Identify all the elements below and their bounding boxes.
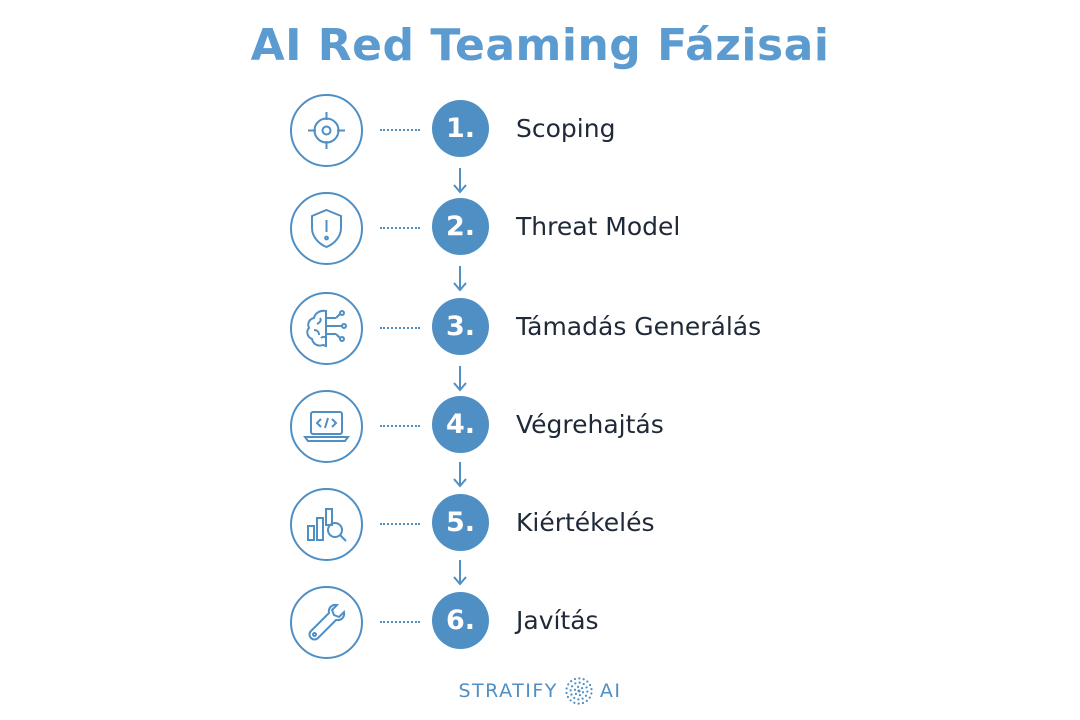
- ai-brain-icon: [306, 309, 347, 348]
- flow-arrow-2-3: [453, 266, 467, 292]
- step-2-number: 2.: [432, 198, 489, 255]
- step-6: 6. Javítás: [0, 584, 1080, 664]
- step-3-number: 3.: [432, 298, 489, 355]
- step-2: 2. Threat Model: [0, 190, 1080, 270]
- step-2-icon-circle: [290, 192, 363, 265]
- wrench-icon: [308, 603, 346, 641]
- step-1-number: 1.: [432, 100, 489, 157]
- target-icon: [308, 112, 345, 149]
- step-6-number: 6.: [432, 592, 489, 649]
- step-3-connector-dots: [380, 327, 420, 329]
- step-2-label: Threat Model: [516, 212, 681, 241]
- step-1-connector-dots: [380, 129, 420, 131]
- page-title: AI Red Teaming Fázisai: [250, 20, 830, 71]
- chart-magnifier-icon: [307, 508, 347, 542]
- step-4-icon-circle: [290, 390, 363, 463]
- step-6-label: Javítás: [516, 606, 599, 635]
- flow-arrow-3-4: [453, 366, 467, 392]
- flow-arrow-5-6: [453, 560, 467, 586]
- step-1-label: Scoping: [516, 114, 616, 143]
- brand-suffix: AI: [599, 680, 622, 702]
- step-5: 5. Kiértékelés: [0, 486, 1080, 566]
- flow-arrow-4-5: [453, 462, 467, 488]
- step-2-connector-dots: [380, 227, 420, 229]
- step-4-label: Végrehajtás: [516, 410, 664, 439]
- step-3-label: Támadás Generálás: [516, 312, 762, 341]
- shield-alert-icon: [311, 208, 342, 249]
- step-1-icon-circle: [290, 94, 363, 167]
- step-5-label: Kiértékelés: [516, 508, 655, 537]
- laptop-code-icon: [303, 411, 350, 442]
- step-3: 3. Támadás Generálás: [0, 290, 1080, 370]
- step-4-number: 4.: [432, 396, 489, 453]
- step-6-icon-circle: [290, 586, 363, 659]
- step-1: 1. Scoping: [0, 92, 1080, 172]
- brand-name: STRATIFY: [458, 680, 558, 702]
- step-6-connector-dots: [380, 621, 420, 623]
- step-4-connector-dots: [380, 425, 420, 427]
- step-3-icon-circle: [290, 292, 363, 365]
- starburst-icon: [565, 677, 593, 705]
- step-5-connector-dots: [380, 523, 420, 525]
- step-5-icon-circle: [290, 488, 363, 561]
- step-4: 4. Végrehajtás: [0, 388, 1080, 468]
- step-5-number: 5.: [432, 494, 489, 551]
- brand-logo: STRATIFY AI: [0, 676, 1080, 706]
- flow-arrow-1-2: [453, 168, 467, 194]
